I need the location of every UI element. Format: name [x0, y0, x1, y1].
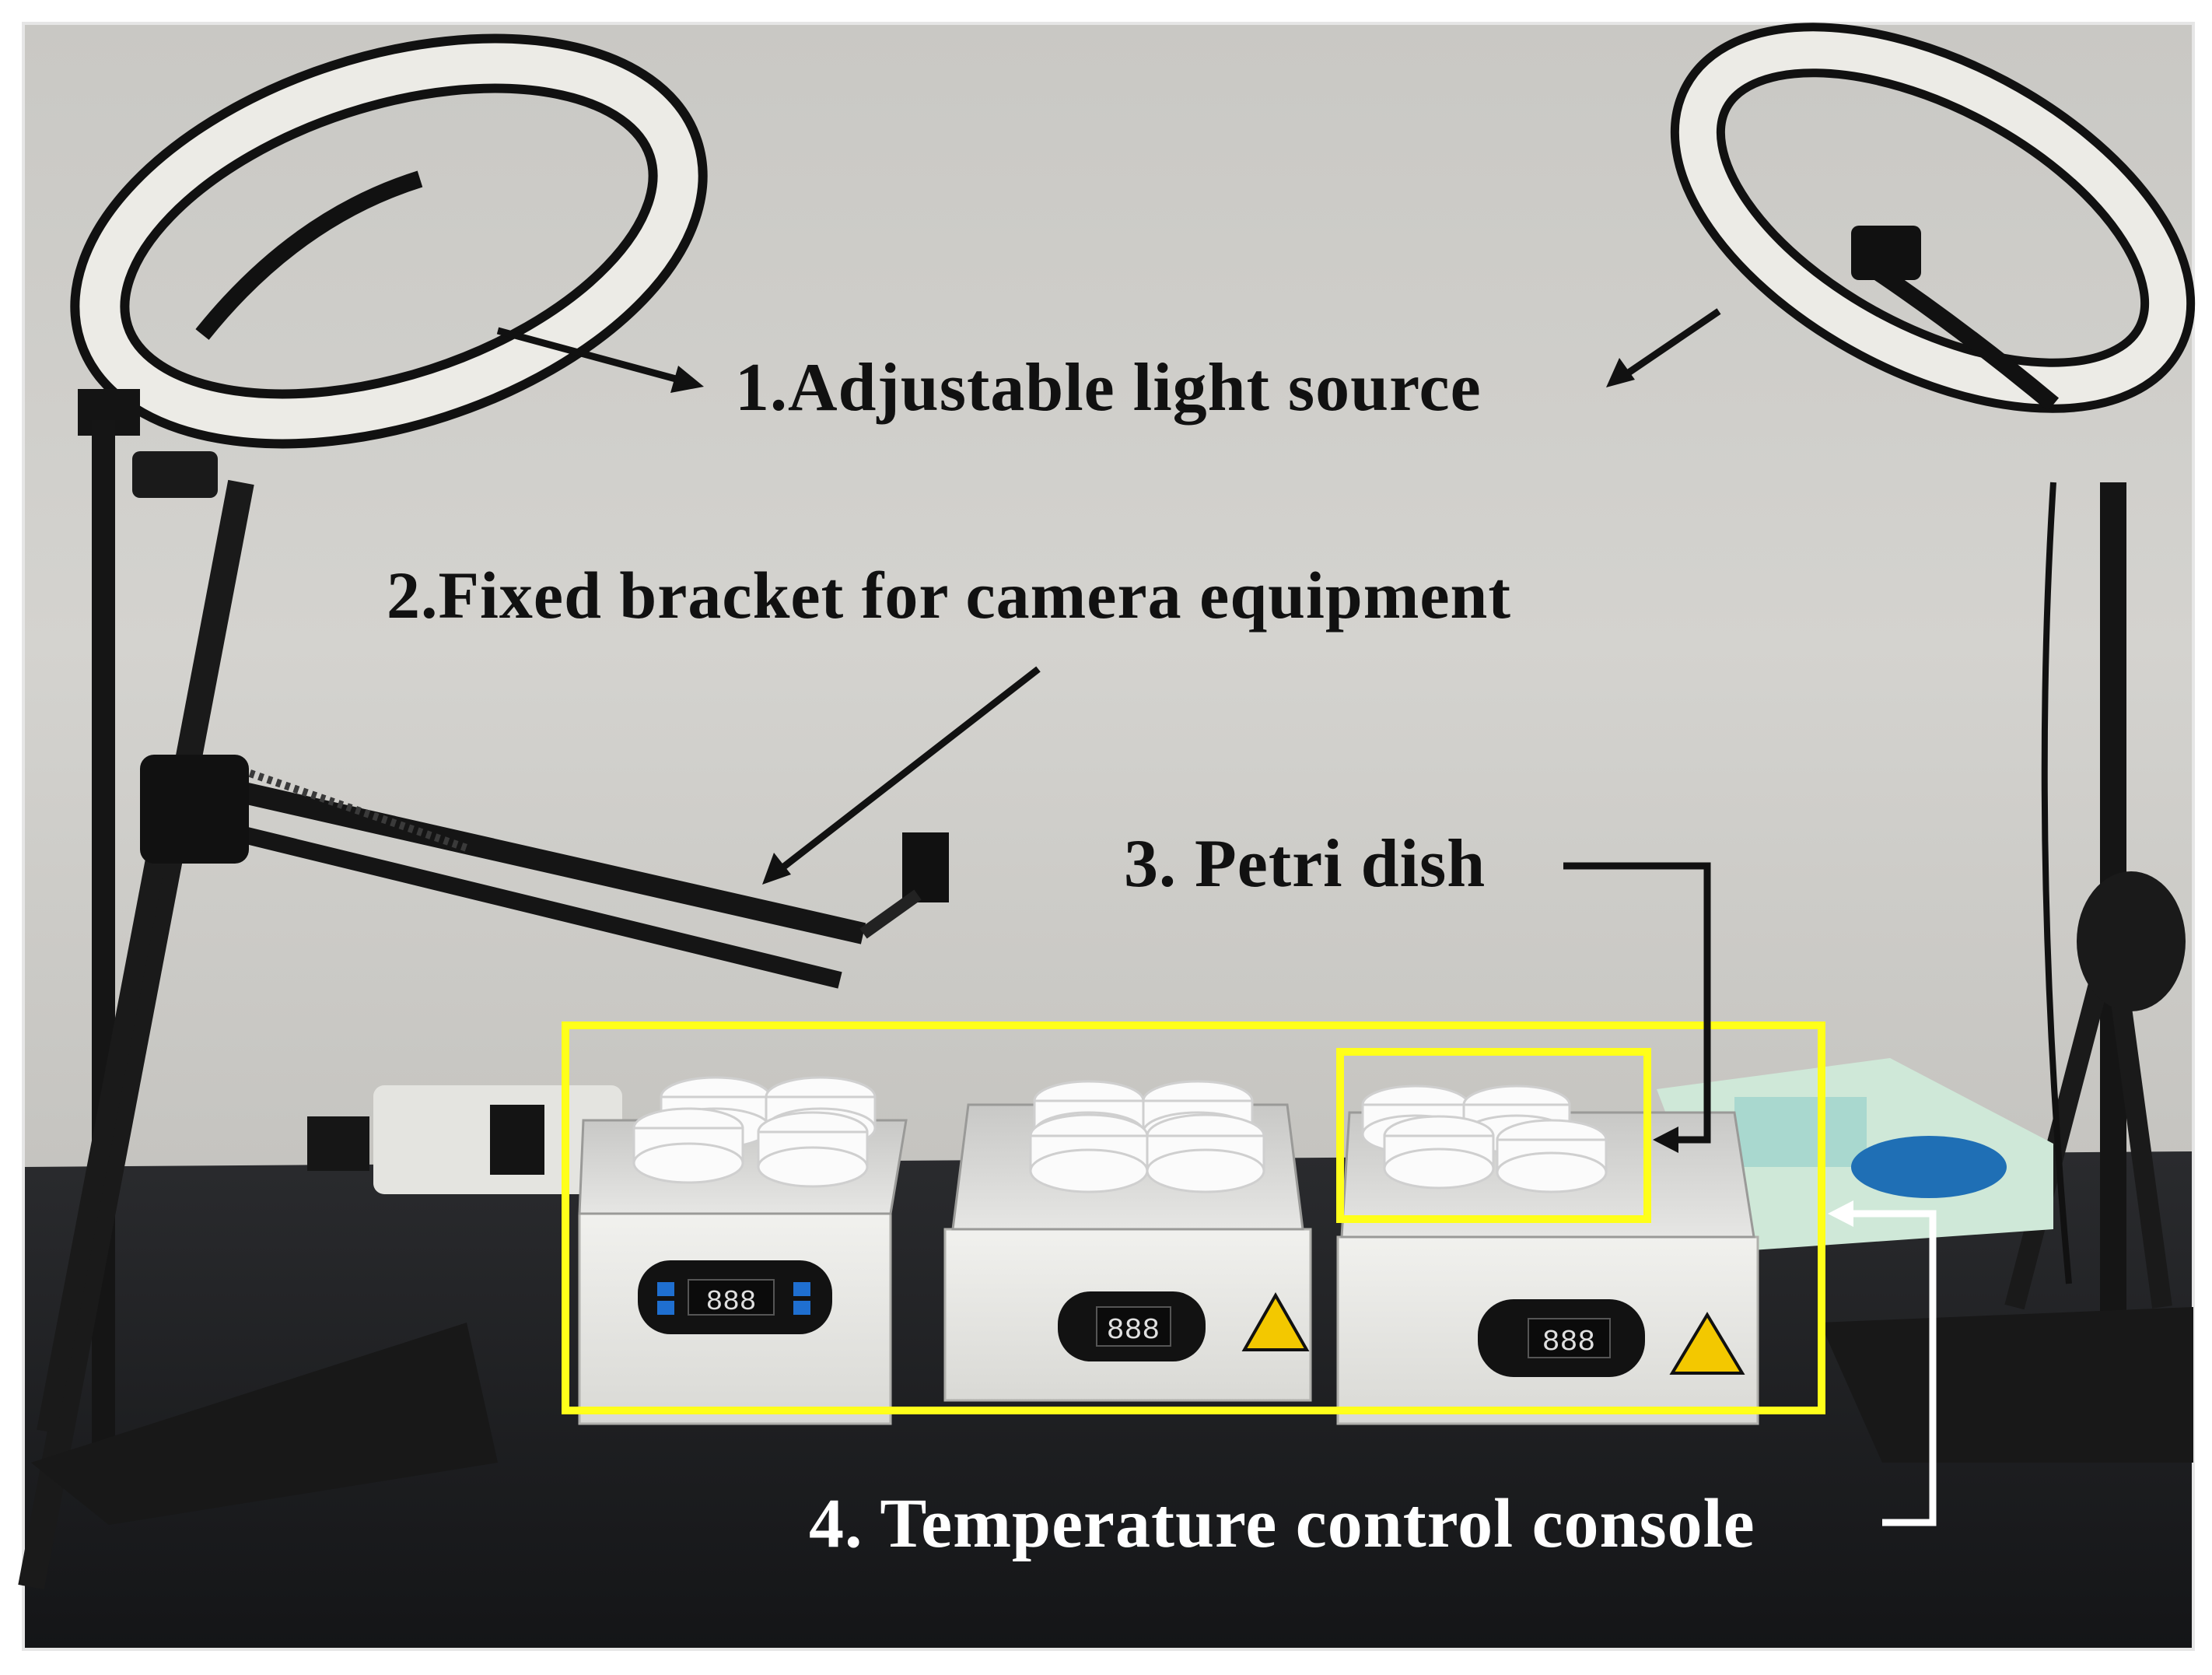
label-adjustable-light-source: 1.Adjustable light source [735, 350, 1482, 426]
arrow-to-temperature-console [1828, 1200, 1937, 1526]
right-ring-light [1670, 23, 2196, 413]
label-temperature-control-console: 4. Temperature control console [809, 1485, 1755, 1562]
label-fixed-bracket-camera-equipment: 2.Fixed bracket for camera equipment [387, 558, 1511, 633]
display-readout-left: 888 [706, 1286, 757, 1318]
arrow-to-petri-dish [1563, 862, 1711, 1153]
display-readout-right: 888 [1542, 1326, 1595, 1359]
petri-dishes [632, 1076, 1608, 1193]
petri-dish-highlight-box [1336, 1048, 1651, 1223]
arrow-to-right-light [1606, 308, 1721, 387]
label-petri-dish: 3. Petri dish [1124, 826, 1486, 902]
arrow-to-camera-bracket [762, 666, 1041, 885]
wall-background [23, 23, 2193, 1268]
console-highlight-box [562, 1021, 1825, 1414]
power-strip [307, 1085, 622, 1194]
image-frame [22, 22, 2195, 1651]
analyzer-instrument [1657, 1058, 2053, 1253]
camera-bracket-arm [140, 755, 949, 989]
right-light-stand [1820, 482, 2193, 1463]
arrow-to-left-light [496, 327, 704, 393]
heater-device-left [578, 1119, 908, 1425]
left-light-stand [18, 420, 498, 1590]
left-ring-light [70, 33, 708, 449]
display-readout-middle: 888 [1107, 1314, 1160, 1347]
